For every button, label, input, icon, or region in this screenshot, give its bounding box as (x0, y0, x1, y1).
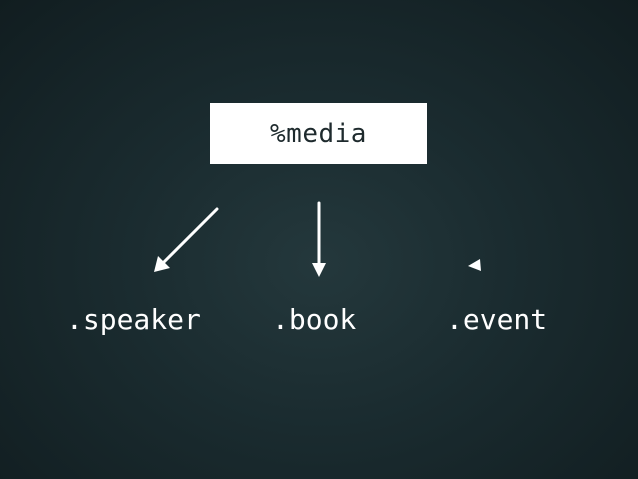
root-node-label: %media (270, 118, 367, 149)
arrowhead-to-event (468, 259, 481, 271)
root-node-box: %media (210, 103, 427, 164)
arrow-to-speaker (154, 207, 219, 272)
arrow-to-book (312, 201, 326, 277)
child-node-book: .book (272, 303, 357, 336)
child-node-speaker: .speaker (66, 303, 201, 336)
child-node-event: .event (446, 303, 548, 336)
